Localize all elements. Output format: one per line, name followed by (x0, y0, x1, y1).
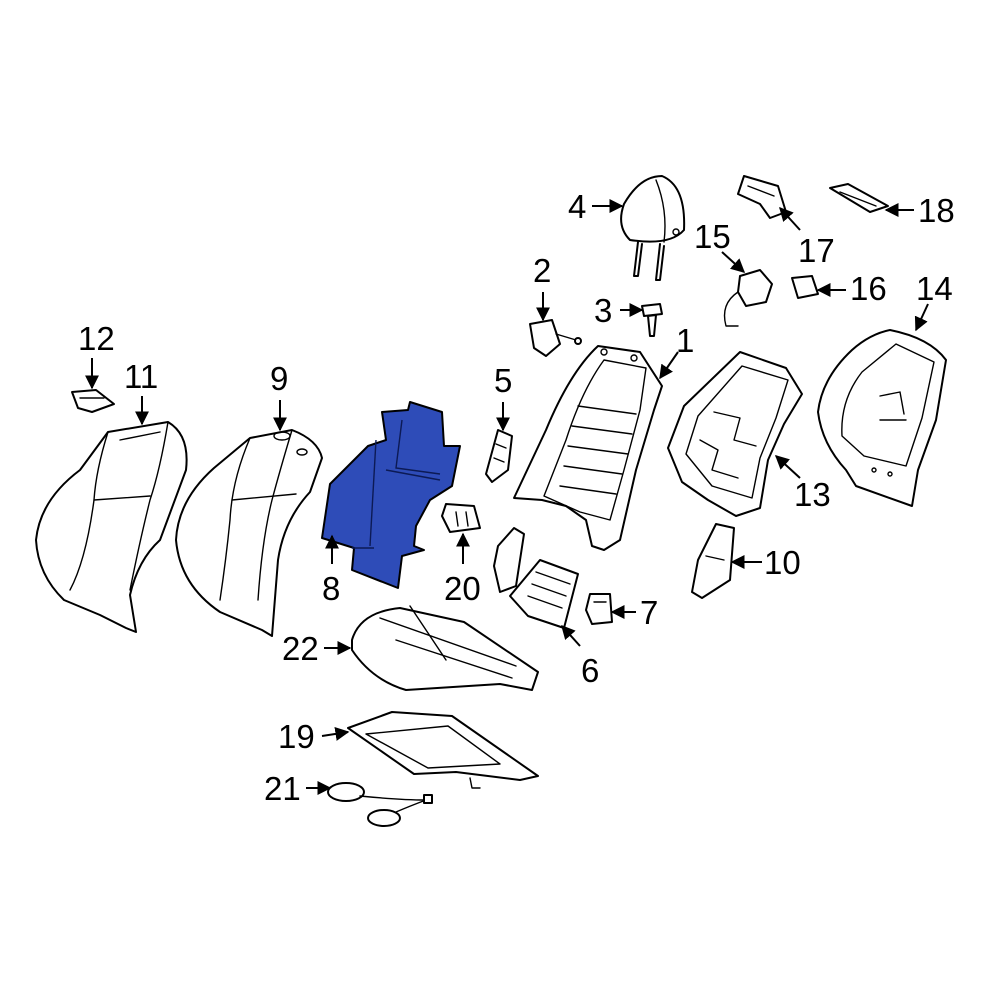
leader-lines (85, 199, 929, 795)
callout-1: 1 (676, 322, 694, 359)
callout-9: 9 (270, 360, 288, 397)
part-17-cover[interactable] (737, 175, 787, 219)
part-4-headrest[interactable] (620, 175, 686, 281)
callout-18: 18 (918, 192, 955, 229)
leader-13 (774, 455, 801, 479)
part-8-backrest-pad-highlighted[interactable] (321, 401, 461, 589)
part-10-bolster-trim[interactable] (691, 523, 735, 599)
callout-16: 16 (850, 270, 887, 307)
part-13-backrest-shell[interactable] (667, 351, 803, 517)
callout-21: 21 (264, 770, 301, 807)
leader-14 (914, 303, 929, 332)
part-22-seat-cushion[interactable] (351, 605, 539, 691)
callout-10: 10 (764, 544, 801, 581)
leader-1 (659, 351, 679, 380)
part-11-backrest-cover[interactable] (35, 421, 188, 633)
callout-7: 7 (640, 594, 658, 631)
callout-17: 17 (798, 232, 835, 269)
part-20-clip[interactable] (441, 503, 481, 533)
callout-labels: 1 2 3 4 5 6 7 8 9 10 11 12 13 14 15 16 1… (78, 188, 955, 807)
callout-6: 6 (581, 652, 599, 689)
leader-17 (779, 206, 801, 231)
part-16-clip[interactable] (791, 275, 819, 299)
callout-19: 19 (278, 718, 315, 755)
part-3-bolt[interactable] (641, 303, 663, 337)
part-1-backrest-frame[interactable] (513, 345, 663, 551)
part-21-sensor[interactable] (327, 782, 433, 827)
callout-2: 2 (533, 252, 551, 289)
part-2-bracket[interactable] (529, 319, 582, 357)
part-5-bracket[interactable] (485, 429, 513, 483)
callout-5: 5 (494, 362, 512, 399)
part-19-seat-pan[interactable] (347, 711, 539, 789)
leader-15 (721, 251, 746, 273)
callout-13: 13 (794, 476, 831, 513)
part-6-lumbar-support[interactable] (493, 527, 579, 629)
callout-4: 4 (568, 188, 586, 225)
callout-22: 22 (282, 630, 319, 667)
callout-20: 20 (444, 570, 481, 607)
callout-15: 15 (694, 218, 731, 255)
leader-19 (321, 726, 350, 741)
leader-6 (561, 624, 581, 647)
callout-11: 11 (124, 358, 158, 395)
part-9-backrest-cover[interactable] (175, 429, 323, 637)
callout-3: 3 (594, 292, 612, 329)
callout-8: 8 (322, 570, 340, 607)
part-15-bracket[interactable] (723, 269, 773, 327)
part-12-clip[interactable] (71, 389, 115, 413)
part-18-trim-strip[interactable] (829, 183, 889, 213)
part-14-rear-panel[interactable] (817, 329, 947, 507)
callout-14: 14 (916, 270, 953, 307)
part-7-module[interactable] (585, 593, 613, 625)
callout-12: 12 (78, 320, 115, 357)
